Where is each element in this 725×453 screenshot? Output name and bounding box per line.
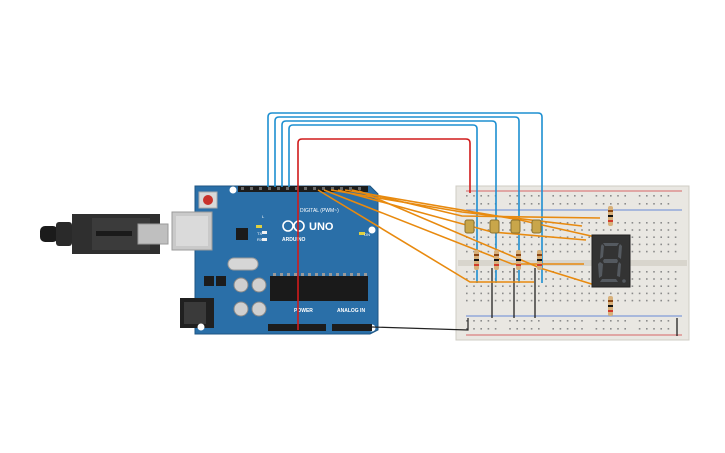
red-wire[interactable] <box>297 138 471 330</box>
resistor-3[interactable] <box>516 250 521 270</box>
on-label: ON <box>364 232 370 237</box>
resistors[interactable] <box>474 206 613 316</box>
resistor-1[interactable] <box>474 250 479 270</box>
led-rx-label: RX <box>257 237 263 242</box>
led-2[interactable] <box>489 219 500 234</box>
resistor-2[interactable] <box>494 250 499 270</box>
led-4[interactable] <box>531 219 542 234</box>
orange-wires[interactable] <box>317 189 601 287</box>
led-3[interactable] <box>510 219 521 234</box>
arduino-board[interactable]: DIGITAL (PWM~) ARDUINO UNO L TX RX ON <box>171 185 379 335</box>
leds[interactable] <box>464 219 542 234</box>
arduino-logo-icon <box>282 220 305 232</box>
digital-header-label: DIGITAL (PWM~) <box>300 208 339 214</box>
black-wire[interactable] <box>371 318 469 331</box>
arduino-brand: ARDUINO <box>282 237 305 243</box>
blue-wires[interactable] <box>267 112 543 283</box>
led-tx-label: TX <box>257 231 262 236</box>
breadboard[interactable] <box>455 185 690 341</box>
led-l-label: L <box>262 214 265 219</box>
resistor-5[interactable] <box>608 206 613 226</box>
analog-header-label: ANALOG IN <box>337 308 365 314</box>
segments <box>598 243 626 283</box>
ground-jumpers[interactable] <box>491 268 678 336</box>
atmega-chip <box>270 276 368 301</box>
usb-cable[interactable] <box>40 214 169 254</box>
arduino-model: UNO <box>309 221 334 233</box>
resistor-4[interactable] <box>537 250 542 270</box>
led-1[interactable] <box>464 219 475 234</box>
seven-segment-display[interactable] <box>591 234 631 288</box>
resistor-6[interactable] <box>608 296 613 316</box>
power-header-label: POWER <box>294 308 313 314</box>
